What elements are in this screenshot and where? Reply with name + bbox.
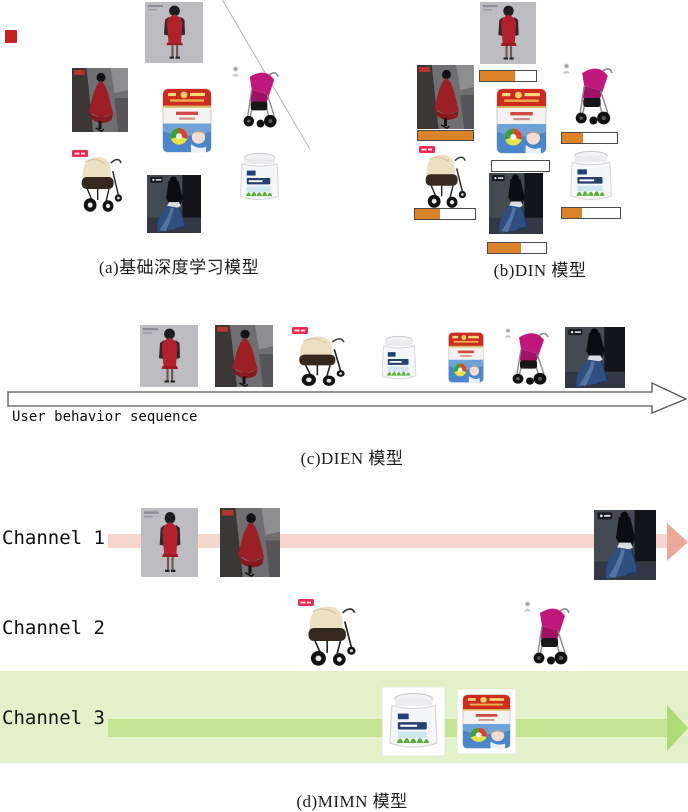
product-stroller-pink: [530, 604, 574, 667]
product-mini-icon: [562, 63, 571, 74]
user-behavior-sequence-label: User behavior sequence: [12, 409, 198, 425]
channel3-arrowhead-icon: [667, 705, 688, 751]
product-woman-outdoor: [220, 508, 280, 577]
channel3-band: [0, 671, 688, 763]
caption-mimn-model: (d)MIMN 模型: [296, 792, 408, 811]
product-woman-outdoor: [417, 65, 474, 129]
attention-bar-jar-cream: [561, 207, 621, 219]
product-red-dress-studio: [140, 325, 198, 387]
product-red-tag: [72, 150, 88, 157]
product-stroller-pink: [240, 68, 283, 130]
attention-bar-fill: [415, 209, 441, 219]
product-stroller-beige: [294, 333, 347, 387]
caption-dien-model: (c)DIEN 模型: [300, 449, 404, 468]
attention-bar-fill: [562, 133, 583, 143]
product-jar-cream: [238, 152, 281, 203]
product-red-tag: [298, 599, 314, 606]
product-milk-can: [162, 88, 212, 153]
product-stroller-pink: [509, 329, 553, 387]
product-woman-outdoor: [215, 325, 273, 387]
caption-din-model: (b)DIN 模型: [493, 261, 587, 280]
product-mini-icon: [504, 328, 512, 338]
product-jeans-photo: [147, 175, 201, 233]
attention-bar-milk-can: [491, 160, 550, 172]
attention-bar-stroller-beige: [414, 208, 476, 220]
product-red-dress-studio: [141, 508, 198, 577]
product-stroller-beige: [421, 151, 468, 209]
channel3-label: Channel 3: [2, 707, 105, 729]
product-jeans-photo: [565, 327, 625, 388]
product-red-tag: [292, 327, 308, 334]
product-red-marker: [5, 30, 17, 43]
channel1-arrowhead-shape: [667, 523, 688, 561]
channel2-label: Channel 2: [2, 617, 105, 639]
product-jar-cream: [568, 150, 614, 203]
attention-bar-fill: [562, 208, 583, 218]
product-jeans-photo: [594, 510, 656, 580]
product-milk-can-card: [458, 690, 515, 753]
attention-bar-fill: [488, 243, 522, 253]
attention-bar-fill: [480, 71, 515, 81]
channel3-arrowhead-shape: [667, 705, 688, 751]
product-mini-icon: [523, 601, 532, 612]
attention-bar-stroller-pink: [561, 132, 618, 144]
product-jeans-photo: [489, 173, 543, 234]
product-mini-icon: [231, 66, 240, 77]
product-stroller-beige: [77, 153, 124, 213]
attention-bar-jeans-photo: [487, 242, 547, 254]
channel1-label: Channel 1: [2, 527, 105, 549]
caption-basic-model: (a)基础深度学习模型: [98, 258, 260, 277]
product-stroller-beige: [303, 602, 358, 667]
behavior-sequence-arrow: [7, 381, 688, 414]
attention-bar-fill: [418, 131, 473, 140]
channel1-arrowhead-icon: [667, 523, 688, 561]
product-red-dress-studio: [145, 2, 203, 63]
product-jar-cream-card: [383, 688, 444, 755]
product-woman-outdoor: [72, 68, 128, 132]
attention-bar-red-dress-studio: [479, 70, 537, 82]
attention-bar-woman-outdoor: [417, 130, 474, 141]
product-red-tag: [419, 146, 435, 153]
product-stroller-pink: [572, 64, 617, 127]
product-jar-cream: [380, 335, 418, 382]
product-milk-can: [496, 88, 547, 154]
product-milk-can: [448, 332, 484, 383]
product-red-dress-studio: [480, 2, 536, 64]
